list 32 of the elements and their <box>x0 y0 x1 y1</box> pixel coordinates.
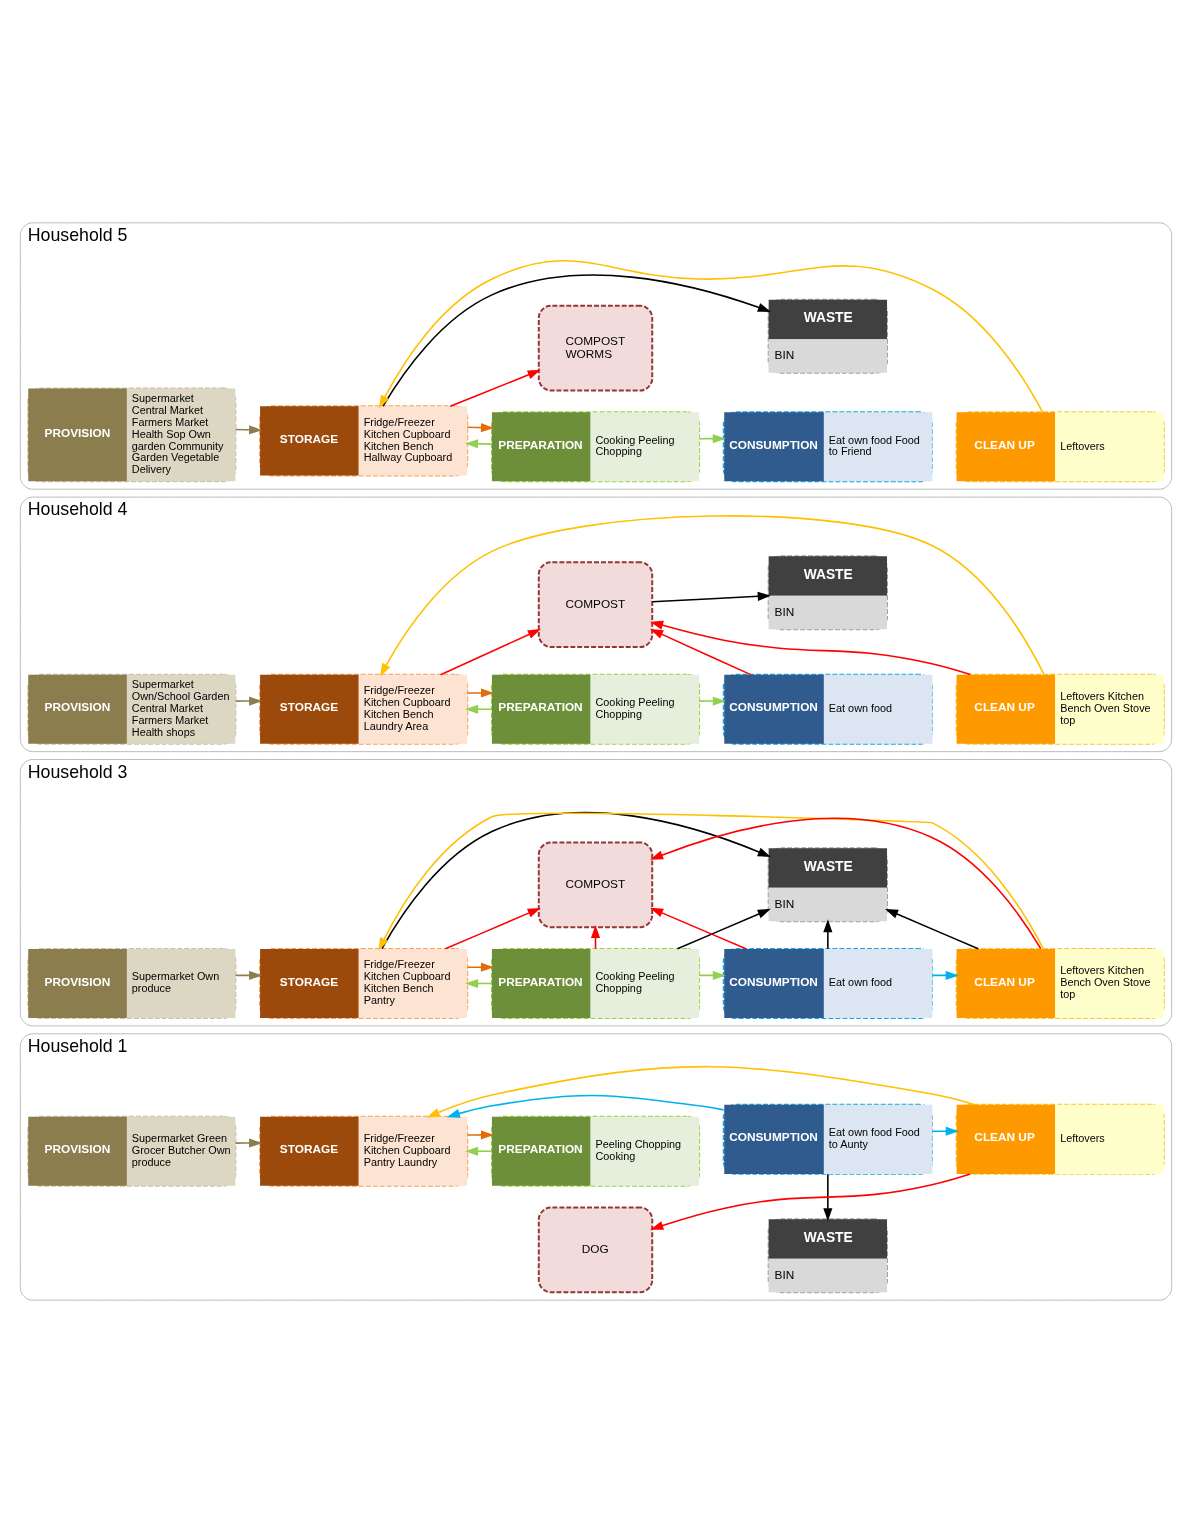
node-box: COMPOST WORMS <box>537 304 654 392</box>
arrow <box>234 1138 263 1148</box>
arrow <box>446 1094 725 1118</box>
arrow <box>650 817 1042 950</box>
arrow <box>465 1146 493 1156</box>
arrow <box>444 907 541 950</box>
arrow <box>379 259 1044 413</box>
arrow <box>931 1126 959 1136</box>
arrow <box>465 704 493 714</box>
node-box: DOG <box>537 1206 654 1294</box>
arrow <box>466 1130 494 1140</box>
arrow <box>382 274 771 407</box>
arrow <box>465 439 493 449</box>
arrow <box>426 1065 976 1118</box>
arrow <box>650 1173 972 1230</box>
node-box: COMPOST <box>537 561 654 649</box>
arrow <box>650 628 752 676</box>
arrow <box>449 369 541 408</box>
arrow <box>380 515 1045 677</box>
arrow <box>823 919 833 950</box>
arrow <box>676 908 771 950</box>
arrow <box>698 696 726 706</box>
arrow <box>651 591 771 603</box>
arrow <box>466 962 494 972</box>
arrow <box>234 696 263 706</box>
arrow <box>885 908 979 950</box>
arrow <box>466 688 494 698</box>
arrow <box>823 1173 833 1222</box>
arrow <box>650 620 972 676</box>
arrow <box>650 907 747 950</box>
node-box: COMPOST <box>537 841 654 929</box>
arrow <box>439 629 541 676</box>
